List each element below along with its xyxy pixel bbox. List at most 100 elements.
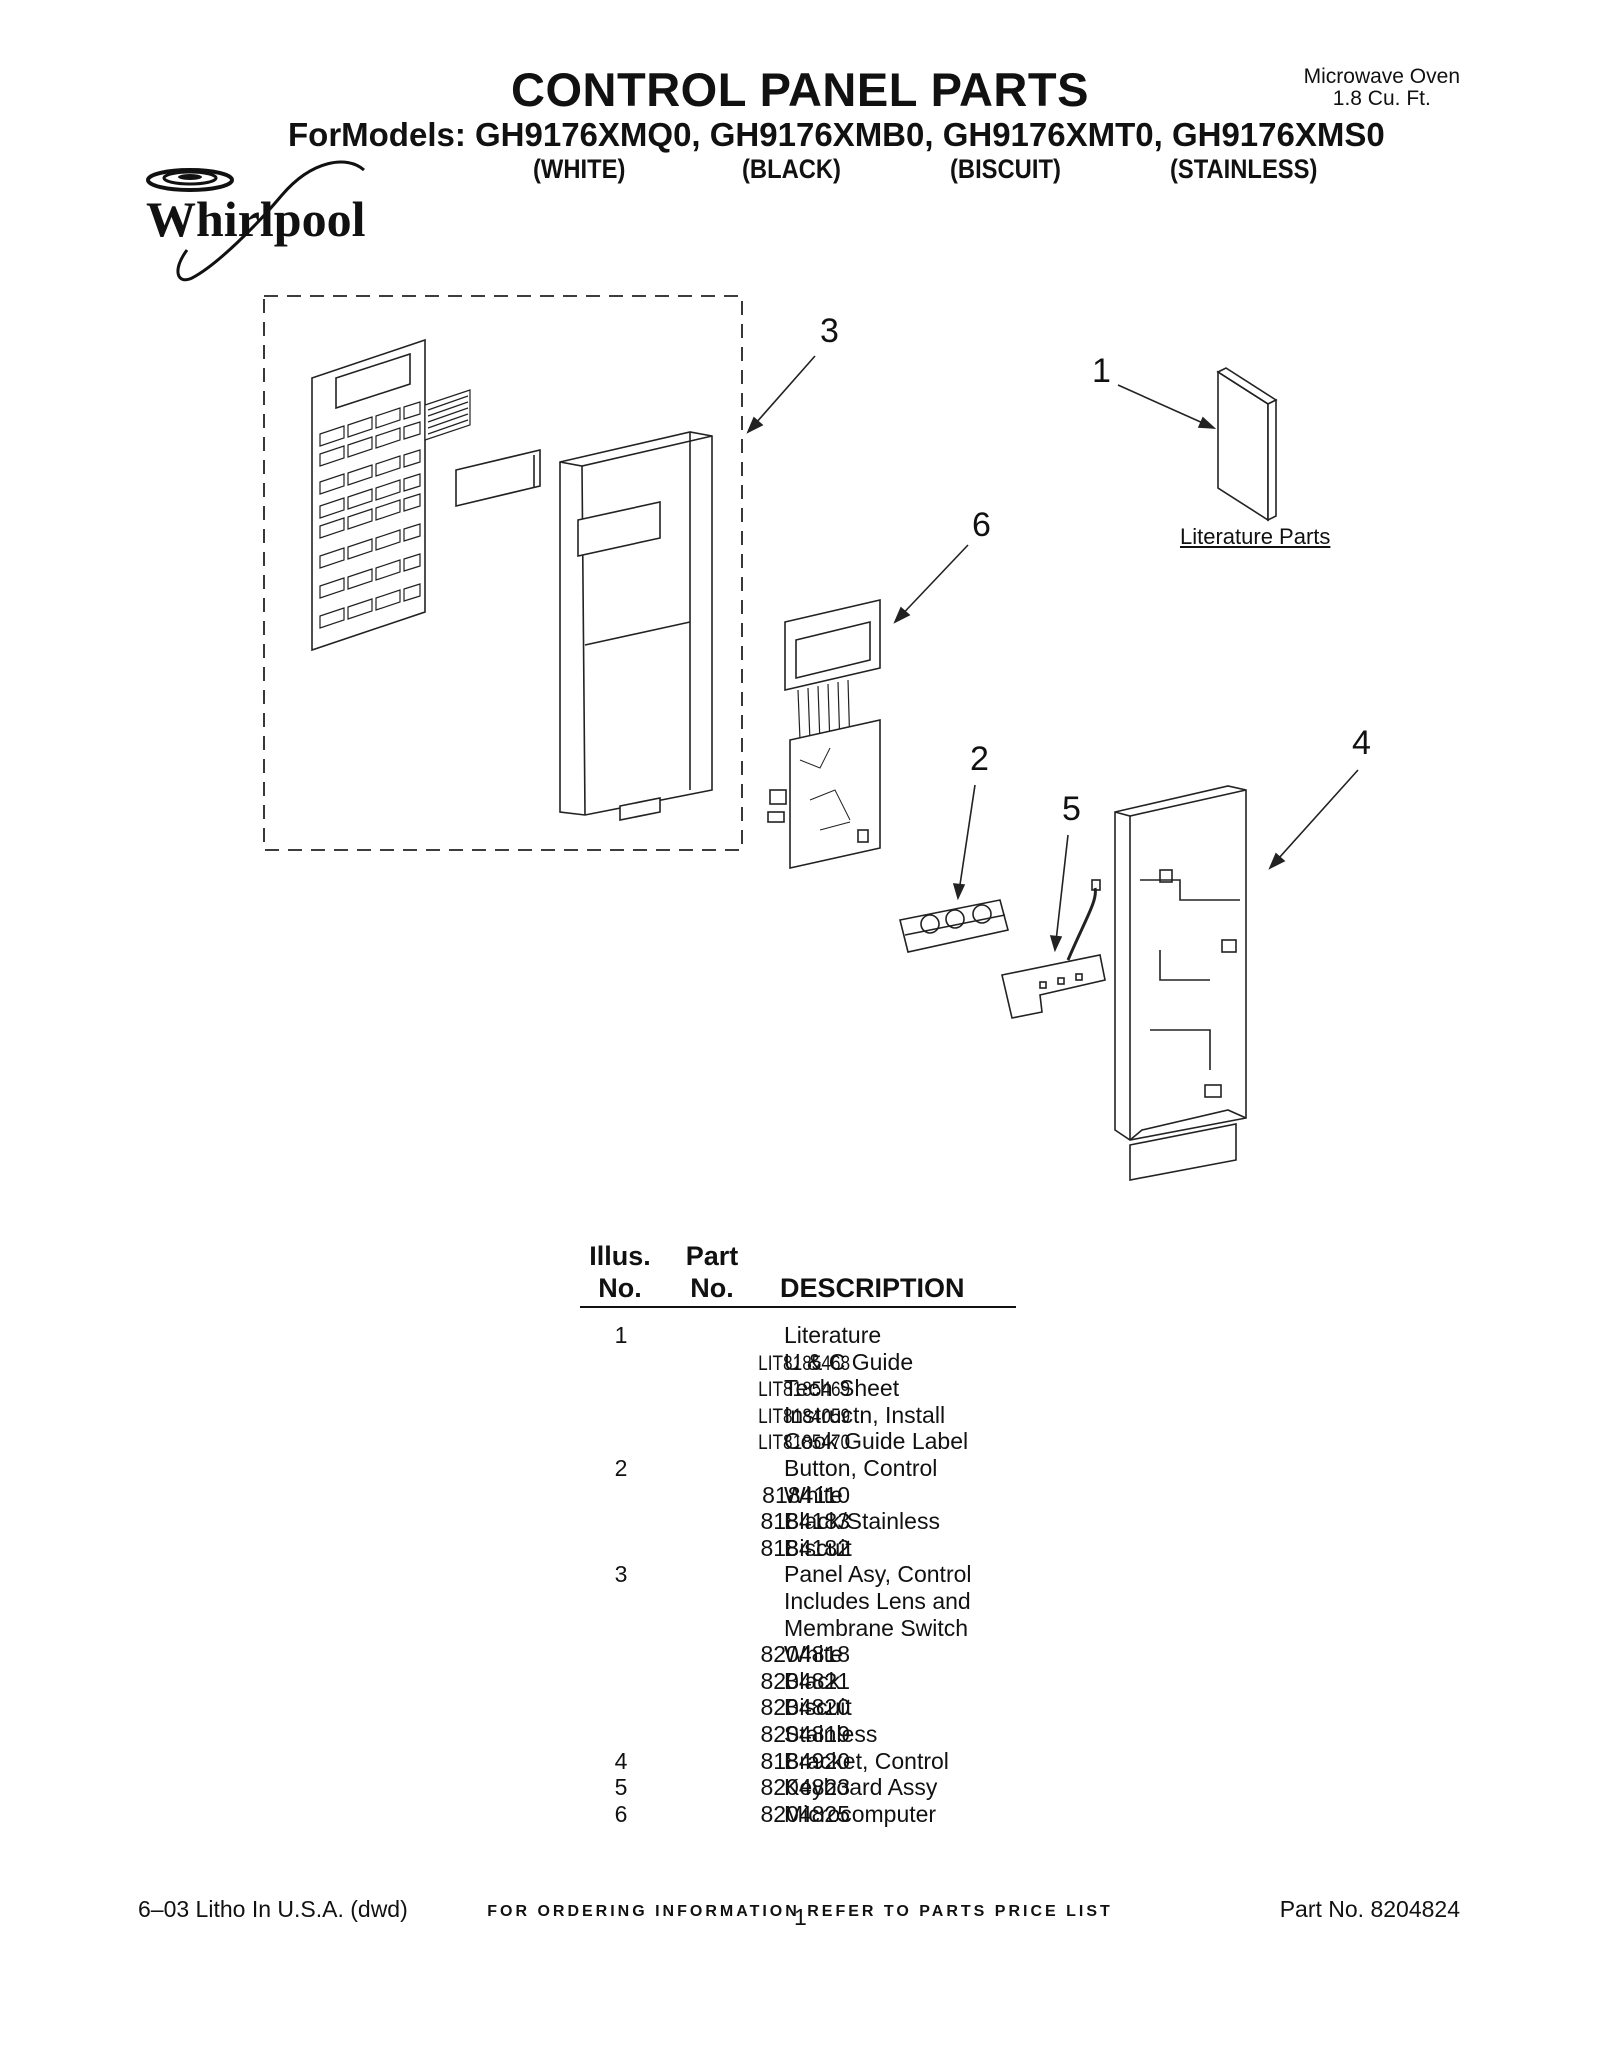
callout-1: 1 bbox=[1092, 352, 1111, 390]
part-description: U & C Guide bbox=[784, 1348, 914, 1375]
part-description: Membrane Switch bbox=[784, 1614, 969, 1641]
callout-6: 6 bbox=[972, 506, 991, 544]
document-part-number: Part No. 8204824 bbox=[1279, 1896, 1460, 1922]
color-black: (BLACK) bbox=[742, 154, 841, 184]
part-description: Includes Lens and bbox=[784, 1587, 971, 1614]
part-number-cell: 8184183 bbox=[660, 1508, 850, 1535]
part-number-cell: 8184110 bbox=[660, 1482, 850, 1509]
part-no-header: Part No. bbox=[685, 1241, 739, 1303]
part-number: 8184110 bbox=[762, 1481, 850, 1508]
part-description: Keyboard Assy bbox=[784, 1774, 938, 1801]
part-number-cell: LIT8185468 bbox=[660, 1349, 850, 1378]
part-description: Tech Sheet bbox=[784, 1375, 900, 1402]
part-description: Black bbox=[784, 1667, 841, 1694]
part-number: 8204821 bbox=[760, 1667, 850, 1694]
part-description: Button, Control bbox=[784, 1454, 938, 1481]
part-description: White bbox=[784, 1481, 843, 1508]
part-number: LIT8185470 bbox=[758, 1431, 850, 1455]
microcomputer-board bbox=[767, 598, 881, 869]
membrane-keypad bbox=[311, 338, 471, 652]
model-list: ForModels: GH9176XMQ0, GH9176XMB0, GH917… bbox=[288, 116, 1385, 153]
part-number: 8184920 bbox=[760, 1747, 850, 1774]
product-type: Microwave Oven bbox=[1303, 65, 1460, 88]
svg-text:Whirlpool: Whirlpool bbox=[146, 191, 366, 247]
keyboard-assembly bbox=[1001, 879, 1106, 1019]
product-description: Microwave Oven 1.8 Cu. Ft. bbox=[1304, 66, 1460, 110]
table-row: Membrane Switch bbox=[580, 1615, 1040, 1642]
control-buttons bbox=[899, 899, 1009, 953]
callout-3: 3 bbox=[820, 312, 839, 350]
display-lens bbox=[455, 448, 541, 508]
part-number-cell: 8184920 bbox=[660, 1748, 850, 1775]
color-stainless: (STAINLESS) bbox=[1170, 154, 1318, 184]
part-number-cell: LIT8184059 bbox=[660, 1402, 850, 1431]
part-number: 8204823 bbox=[760, 1774, 850, 1801]
illus-number: 6 bbox=[614, 1800, 628, 1827]
part-number: LIT8185469 bbox=[758, 1378, 850, 1402]
part-description: Cook Guide Label bbox=[784, 1428, 969, 1455]
control-panel-frame bbox=[559, 431, 713, 821]
page-number: 1 bbox=[794, 1904, 807, 1930]
part-description: Panel Asy, Control bbox=[784, 1561, 972, 1588]
illus-no-header: Illus. No. bbox=[589, 1241, 651, 1303]
literature-parts-label: Literature Parts bbox=[1180, 524, 1331, 549]
part-number-cell: 8204823 bbox=[660, 1774, 850, 1801]
part-description: Biscuit bbox=[784, 1694, 852, 1721]
part-description: Microcomputer bbox=[784, 1800, 937, 1827]
callout-4: 4 bbox=[1352, 724, 1371, 762]
litho-note: 6–03 Litho In U.S.A. (dwd) bbox=[138, 1896, 408, 1922]
whirlpool-logo: Whirlpool bbox=[132, 150, 392, 290]
part-number-cell: LIT8185470 bbox=[660, 1428, 850, 1457]
part-number-cell: LIT8185469 bbox=[660, 1375, 850, 1404]
exploded-parts-diagram bbox=[263, 295, 1359, 1181]
illus-number: 5 bbox=[614, 1774, 628, 1801]
part-number-cell: 8204821 bbox=[660, 1668, 850, 1695]
ordering-note: FOR ORDERING INFORMATION REFER TO PARTS … bbox=[487, 1903, 1113, 1920]
header-rule bbox=[580, 1306, 1016, 1308]
literature-booklet bbox=[1216, 367, 1278, 522]
part-number: 8184183 bbox=[760, 1508, 850, 1535]
illus-number: 2 bbox=[614, 1454, 628, 1481]
callout-2: 2 bbox=[970, 740, 989, 778]
panel-assembly-group-frame bbox=[263, 295, 743, 851]
part-description: Instructn, Install bbox=[784, 1401, 946, 1428]
part-number: 8204818 bbox=[760, 1641, 850, 1668]
table-row: 2 Button, Control bbox=[580, 1455, 1040, 1482]
illus-number: 4 bbox=[614, 1747, 628, 1774]
color-biscuit: (BISCUIT) bbox=[950, 154, 1061, 184]
part-number-cell: 8204819 bbox=[660, 1721, 850, 1748]
part-description: Black/Stainless bbox=[784, 1508, 940, 1535]
description-header: DESCRIPTION bbox=[780, 1273, 965, 1303]
part-number-cell: 8204818 bbox=[660, 1641, 850, 1668]
table-row: Includes Lens and bbox=[580, 1588, 1040, 1615]
callout-5: 5 bbox=[1062, 790, 1081, 828]
product-capacity: 1.8 Cu. Ft. bbox=[1332, 87, 1431, 110]
table-row: 3 Panel Asy, Control bbox=[580, 1561, 1040, 1588]
part-description: Stainless bbox=[784, 1720, 878, 1747]
part-number: 8204820 bbox=[760, 1694, 850, 1721]
part-description: Bracket, Control bbox=[784, 1747, 949, 1774]
part-number: 8184182 bbox=[760, 1534, 850, 1561]
color-white: (WHITE) bbox=[533, 154, 626, 184]
part-number-cell: 8204825 bbox=[660, 1801, 850, 1828]
part-number: LIT8185468 bbox=[758, 1351, 850, 1375]
page-title: CONTROL PANEL PARTS bbox=[511, 63, 1089, 116]
part-number: 8204825 bbox=[760, 1800, 850, 1827]
part-number: LIT8184059 bbox=[758, 1404, 850, 1428]
part-number-cell: 8204820 bbox=[660, 1694, 850, 1721]
illus-number: 3 bbox=[614, 1561, 628, 1588]
